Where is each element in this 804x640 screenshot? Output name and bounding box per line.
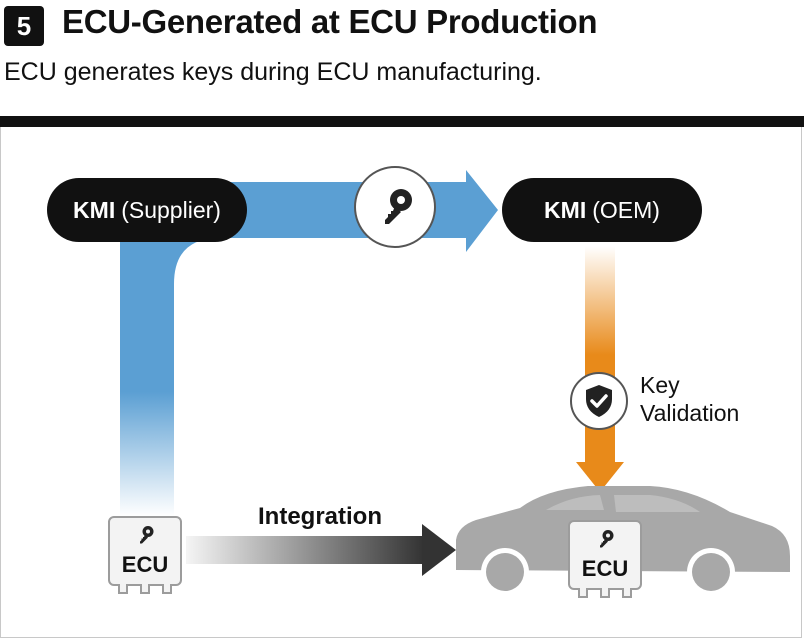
ecu-pin bbox=[140, 584, 150, 594]
kmi-oem-node: KMI (OEM) bbox=[502, 178, 702, 242]
ecu-chip-icon: ECU bbox=[108, 516, 182, 594]
page-subtitle: ECU generates keys during ECU manufactur… bbox=[4, 58, 542, 86]
ecu-pins bbox=[118, 584, 172, 594]
key-validation-badge bbox=[570, 372, 628, 430]
ecu-pin bbox=[118, 584, 128, 594]
key-validation-label: Key Validation bbox=[640, 371, 739, 427]
ecu-chip-icon: ECU bbox=[568, 520, 642, 598]
integration-arrow-shaft bbox=[186, 536, 424, 564]
kmi-oem-title: KMI bbox=[544, 196, 587, 223]
step-number-badge: 5 bbox=[4, 6, 44, 46]
kmi-supplier-node: KMI (Supplier) bbox=[47, 178, 247, 242]
ecu-supplier-label: ECU bbox=[121, 552, 169, 577]
ecu-pin bbox=[600, 588, 610, 598]
page-title: ECU-Generated at ECU Production bbox=[62, 3, 598, 40]
kmi-supplier-sub: (Supplier) bbox=[121, 196, 221, 223]
shield-check-icon bbox=[586, 385, 612, 417]
ecu-car-label: ECU bbox=[581, 556, 629, 581]
integration-label: Integration bbox=[258, 503, 382, 530]
diagram-panel bbox=[0, 127, 802, 638]
kmi-oem-sub: (OEM) bbox=[592, 196, 660, 223]
header-divider bbox=[0, 116, 804, 127]
ecu-pin bbox=[622, 588, 632, 598]
integration-arrowhead bbox=[422, 524, 456, 576]
ecu-pin bbox=[578, 588, 588, 598]
key-validation-line2: Validation bbox=[640, 400, 740, 426]
oem-to-car-arrowhead bbox=[576, 462, 624, 492]
oem-to-car-flow bbox=[585, 246, 615, 464]
key-validation-line1: Key bbox=[640, 372, 680, 398]
key-icon bbox=[385, 189, 412, 224]
kmi-supplier-title: KMI bbox=[73, 196, 116, 223]
key-transfer-badge bbox=[354, 166, 436, 248]
ecu-pins bbox=[578, 588, 632, 598]
ecu-pin bbox=[162, 584, 172, 594]
key-icon bbox=[600, 530, 614, 548]
key-icon bbox=[140, 526, 154, 544]
